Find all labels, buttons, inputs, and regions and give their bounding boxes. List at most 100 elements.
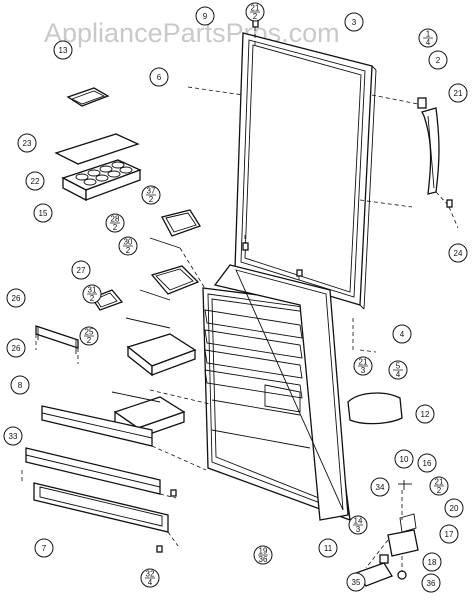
callout-number: 36 — [427, 579, 436, 588]
callout-circle — [439, 524, 459, 544]
callout-c21b: 21 — [448, 83, 468, 103]
callout-c1: 14 — [418, 28, 438, 48]
callout-quantity: 2 — [113, 223, 118, 232]
callout-c22: 22 — [25, 171, 45, 191]
callout-number: 14 — [354, 517, 363, 526]
callout-c26a: 26 — [6, 288, 26, 308]
callout-c31: 312 — [82, 284, 102, 304]
door-liner — [202, 264, 351, 521]
callout-circle — [448, 243, 468, 263]
callout-number: 21 — [251, 4, 260, 13]
callout-number: 26 — [12, 294, 21, 303]
callout-c21c: 213 — [353, 356, 373, 376]
callout-number: 12 — [421, 410, 430, 419]
callout-c37: 372 — [141, 185, 161, 205]
callout-quantity: 2 — [126, 246, 131, 255]
callout-number: 9 — [203, 12, 208, 21]
callout-circle — [53, 40, 73, 60]
callout-c8: 8 — [10, 375, 30, 395]
callout-circle — [346, 572, 366, 592]
part-30-bin — [139, 265, 200, 301]
callout-number: 21 — [359, 358, 368, 367]
callout-circle — [415, 404, 435, 424]
callout-quantity: 2 — [149, 195, 154, 204]
callout-quantity: 4 — [396, 370, 401, 379]
callout-circle — [10, 375, 30, 395]
callout-number: 31 — [88, 286, 97, 295]
callout-number: 3 — [352, 18, 357, 27]
callout-circle — [394, 449, 414, 469]
callout-number: 22 — [31, 177, 40, 186]
callout-c15: 15 — [33, 203, 53, 223]
liner-shelves — [204, 309, 311, 449]
callout-number: 17 — [445, 530, 454, 539]
callout-number: 2 — [436, 56, 441, 65]
part-12-cover — [347, 392, 403, 425]
callout-c10: 10 — [394, 449, 414, 469]
callout-c5: 54 — [388, 360, 408, 380]
callout-c16: 16 — [417, 453, 437, 473]
callout-circle — [149, 67, 169, 87]
callout-number: 19 — [259, 547, 268, 556]
callout-c12: 12 — [415, 404, 435, 424]
callout-c36: 36 — [421, 573, 441, 593]
callout-number: 13 — [59, 46, 68, 55]
assembly-lines — [21, 86, 413, 553]
callout-circle — [448, 83, 468, 103]
callout-number: 25 — [85, 328, 94, 337]
callout-number: 10 — [400, 455, 409, 464]
top-screws — [242, 19, 303, 300]
callout-circle — [34, 538, 54, 558]
callout-quantity: 3 — [356, 525, 361, 534]
callout-c13: 13 — [53, 40, 73, 60]
callout-number: 24 — [454, 249, 463, 258]
part-31-shelf — [125, 317, 197, 377]
callout-circle — [370, 477, 390, 497]
callout-c2: 2 — [428, 50, 448, 70]
callout-circle — [6, 338, 26, 358]
part-37-bin — [149, 209, 201, 249]
callout-c21d: 212 — [429, 476, 449, 496]
callout-number: 7 — [42, 544, 47, 553]
callout-circle — [71, 260, 91, 280]
callout-number: 11 — [324, 544, 333, 553]
callout-number: 21 — [454, 89, 463, 98]
callout-circle — [318, 538, 338, 558]
callout-circle — [3, 426, 23, 446]
callout-circle — [428, 50, 448, 70]
callout-quantity: 2 — [87, 336, 92, 345]
part-23-lid — [54, 133, 140, 165]
callout-c4: 4 — [392, 324, 412, 344]
callout-c33: 33 — [3, 426, 23, 446]
callout-number: 1 — [426, 30, 431, 39]
callout-number: 34 — [376, 483, 385, 492]
callout-circle — [444, 498, 464, 518]
callout-number: 27 — [77, 266, 86, 275]
callout-quantity: 3 — [361, 366, 366, 375]
callout-c34: 34 — [370, 477, 390, 497]
callout-circle — [344, 12, 364, 32]
part-26-bracket — [35, 325, 79, 354]
callout-c3: 3 — [344, 12, 364, 32]
callout-c26b: 26 — [6, 338, 26, 358]
callout-number: 28 — [111, 215, 120, 224]
callout-number: 32 — [146, 570, 155, 579]
callout-number: 23 — [23, 139, 32, 148]
callout-number: 26 — [12, 344, 21, 353]
callout-quantity: 2 — [437, 486, 442, 495]
callout-number: 35 — [352, 578, 361, 587]
callout-c18: 18 — [422, 552, 442, 572]
callout-c28: 282 — [105, 213, 125, 233]
callout-c14: 143 — [348, 515, 368, 535]
callout-number: 37 — [147, 187, 156, 196]
callout-number: 21 — [435, 478, 444, 487]
callout-number: 15 — [39, 209, 48, 218]
callout-c32: 324 — [140, 568, 160, 588]
callout-quantity: 4 — [426, 38, 431, 47]
callout-c35: 35 — [346, 572, 366, 592]
callout-number: 4 — [400, 330, 405, 339]
part-13-tray — [66, 87, 110, 107]
callout-circle — [422, 552, 442, 572]
callout-c6: 6 — [149, 67, 169, 87]
